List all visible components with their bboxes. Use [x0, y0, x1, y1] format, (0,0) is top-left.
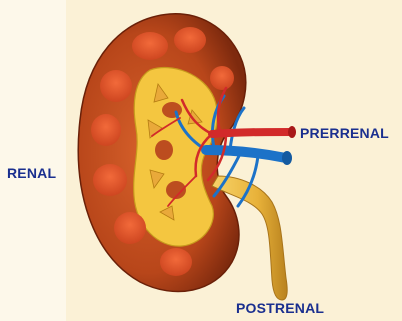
pyramid [100, 70, 132, 102]
artery-end [288, 126, 296, 138]
pyramid [210, 66, 234, 90]
pyramid [93, 164, 127, 196]
pyramid [91, 114, 121, 146]
vein-end [282, 151, 292, 165]
label-renal: RENAL [7, 165, 56, 181]
label-prerrenal: PRERRENAL [300, 125, 389, 141]
panel-background-left [0, 0, 66, 321]
label-postrenal: POSTRENAL [236, 300, 324, 316]
pyramid [174, 27, 206, 53]
pyramid [160, 248, 192, 276]
pyramid [132, 32, 168, 60]
pyramid [114, 212, 146, 244]
